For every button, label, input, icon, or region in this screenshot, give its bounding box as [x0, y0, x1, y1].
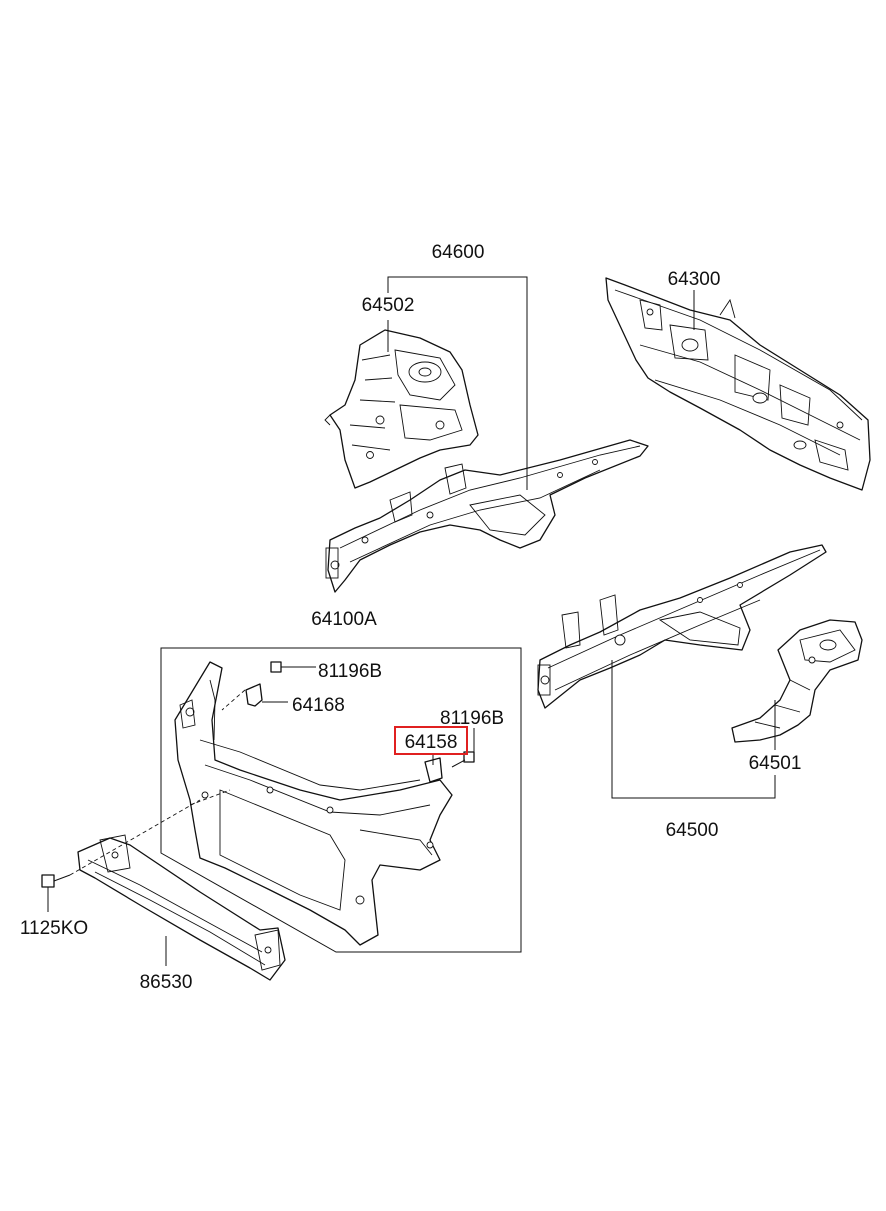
part-64502-drawing — [324, 329, 479, 489]
leader-lines — [47, 276, 776, 966]
label-64600: 64600 — [432, 242, 485, 263]
part-64168-drawing — [245, 683, 263, 707]
label-64100A: 64100A — [311, 609, 377, 630]
part-86530-drawing — [77, 834, 286, 981]
label-81196B-top: 81196B — [318, 661, 382, 682]
part-64300-drawing — [605, 277, 871, 491]
part-81196B-top-bolt — [270, 661, 296, 673]
part-64158-drawing — [424, 757, 443, 783]
part-1125KO-drawing — [41, 874, 71, 888]
label-64501: 64501 — [749, 753, 802, 774]
label-64300: 64300 — [668, 269, 721, 290]
part-64501-drawing — [731, 619, 863, 743]
label-64158: 64158 — [405, 732, 458, 753]
label-64500: 64500 — [666, 820, 719, 841]
part-64600-drawing — [325, 439, 649, 593]
label-86530: 86530 — [140, 972, 193, 993]
label-81196B-mid: 81196B — [440, 708, 504, 729]
label-1125KO: 1125KO — [20, 918, 88, 939]
part-64100A-drawing — [174, 661, 453, 946]
highlight-box-64158 — [394, 726, 468, 755]
label-64502: 64502 — [362, 295, 415, 316]
part-64500-drawing — [537, 544, 827, 709]
label-64168: 64168 — [292, 695, 345, 716]
